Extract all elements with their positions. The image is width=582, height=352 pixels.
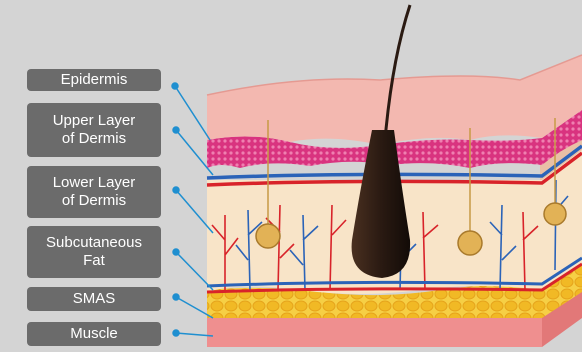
label-epidermis: Epidermis <box>27 69 161 91</box>
label-smas: SMAS <box>27 287 161 311</box>
label-upper-dermis: Upper Layer of Dermis <box>27 103 161 157</box>
label-lower-dermis: Lower Layer of Dermis <box>27 166 161 218</box>
label-muscle: Muscle <box>27 322 161 346</box>
connectors <box>172 83 213 336</box>
muscle-layer <box>207 315 542 347</box>
label-subcutaneous-fat: Subcutaneous Fat <box>27 226 161 278</box>
